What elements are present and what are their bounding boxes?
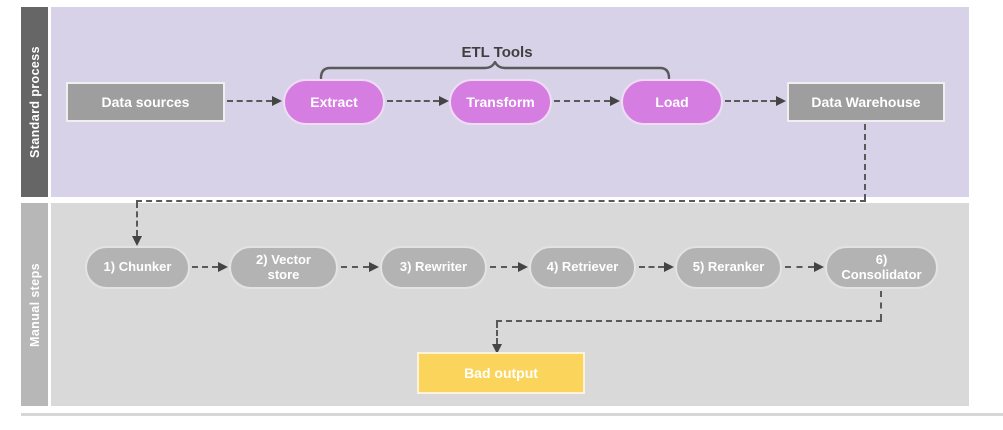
connector-retriever-reranker: [639, 266, 664, 268]
connector-warehouse-chunker-v1: [864, 124, 866, 200]
etl-tools-brace: [319, 61, 671, 79]
node-data-sources: Data sources: [66, 82, 225, 122]
connector-warehouse-chunker-v2: [136, 202, 138, 236]
connector-consolidator-bad-h: [496, 320, 882, 322]
connector-vector-rewriter: [341, 266, 369, 268]
connector-load-warehouse: [725, 100, 776, 102]
arrow-head: [518, 262, 528, 272]
arrow-head: [776, 96, 786, 106]
node-consolidator: 6) Consolidator: [825, 246, 938, 289]
connector-extract-transform: [387, 100, 439, 102]
node-transform: Transform: [449, 79, 552, 125]
connector-reranker-consolidator: [785, 266, 814, 268]
bottom-divider: [21, 413, 1003, 416]
arrow-head: [439, 96, 449, 106]
connector-rewriter-retriever: [490, 266, 518, 268]
lane-label-standard-process: Standard process: [21, 7, 48, 197]
connector-transform-load: [554, 100, 610, 102]
node-retriever: 4) Retriever: [529, 246, 636, 289]
node-reranker: 5) Reranker: [675, 246, 782, 289]
arrow-head: [664, 262, 674, 272]
arrow-head: [132, 236, 142, 246]
lane-label-manual-steps: Manual steps: [21, 203, 48, 406]
connector-warehouse-chunker-h: [136, 200, 866, 202]
arrow-head: [492, 344, 502, 354]
connector-sources-extract: [227, 100, 272, 102]
arrow-head: [610, 96, 620, 106]
arrow-head: [218, 262, 228, 272]
node-extract: Extract: [283, 79, 385, 125]
connector-consolidator-bad-v1: [880, 291, 882, 320]
arrow-head: [814, 262, 824, 272]
node-rewriter: 3) Rewriter: [380, 246, 487, 289]
node-load: Load: [621, 79, 723, 125]
node-vector-store: 2) Vector store: [229, 246, 338, 289]
connector-consolidator-bad-v2: [496, 322, 498, 344]
lane-label-text: Manual steps: [27, 262, 42, 347]
node-chunker: 1) Chunker: [85, 246, 190, 289]
arrow-head: [369, 262, 379, 272]
node-bad-output: Bad output: [417, 352, 585, 394]
etl-tools-group-label: ETL Tools: [461, 44, 533, 61]
node-data-warehouse: Data Warehouse: [787, 82, 945, 122]
arrow-head: [272, 96, 282, 106]
connector-chunker-vector: [192, 266, 218, 268]
lane-label-text: Standard process: [27, 46, 42, 158]
